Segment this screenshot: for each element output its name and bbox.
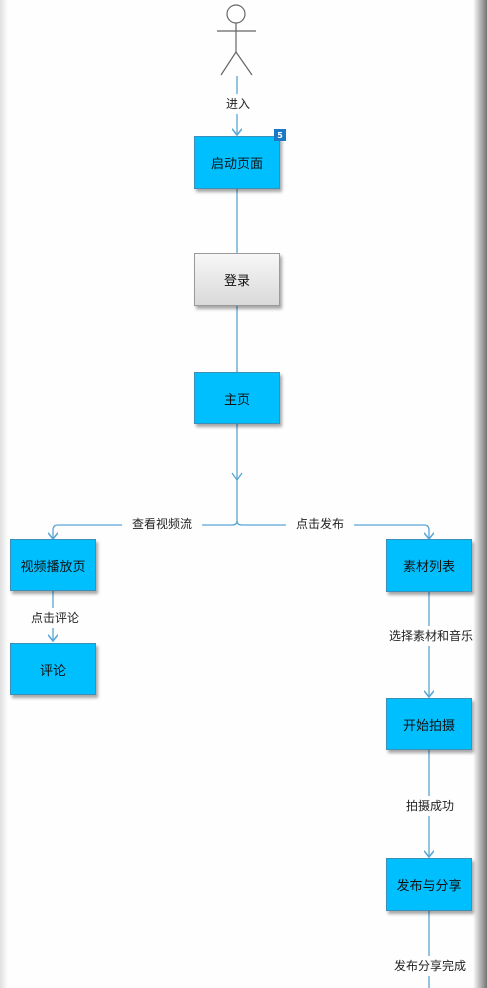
- badge: 5: [274, 129, 286, 141]
- node-home[interactable]: 主页: [194, 372, 280, 424]
- node-start-shoot[interactable]: 开始拍摄: [386, 698, 472, 750]
- edge-to-video-player: [53, 520, 238, 539]
- node-comment[interactable]: 评论: [10, 643, 96, 695]
- edge-to-material-list: [236, 520, 429, 539]
- edge-label-click-publish: 点击发布: [286, 514, 354, 534]
- edge-home-arrow: [231, 472, 243, 482]
- edge-label-view-stream: 查看视频流: [122, 514, 202, 534]
- node-login[interactable]: 登录: [194, 253, 280, 306]
- edge-label-choose-material: 选择素材和音乐: [380, 626, 482, 646]
- edge-label-shoot-success: 拍摄成功: [395, 796, 465, 816]
- node-video-player[interactable]: 视频播放页: [10, 539, 96, 591]
- node-material-list[interactable]: 素材列表: [386, 539, 472, 592]
- edge-label-click-comment: 点击评论: [20, 608, 90, 628]
- stick-figure-icon: [217, 4, 256, 76]
- right-edge-shadow: [473, 0, 487, 988]
- edge-label-publish-done: 发布分享完成: [383, 956, 477, 976]
- node-splash[interactable]: 启动页面: [194, 136, 280, 189]
- left-edge-shadow: [0, 0, 8, 988]
- node-publish-share[interactable]: 发布与分享: [386, 858, 472, 911]
- edge-label-enter: 进入: [218, 94, 258, 114]
